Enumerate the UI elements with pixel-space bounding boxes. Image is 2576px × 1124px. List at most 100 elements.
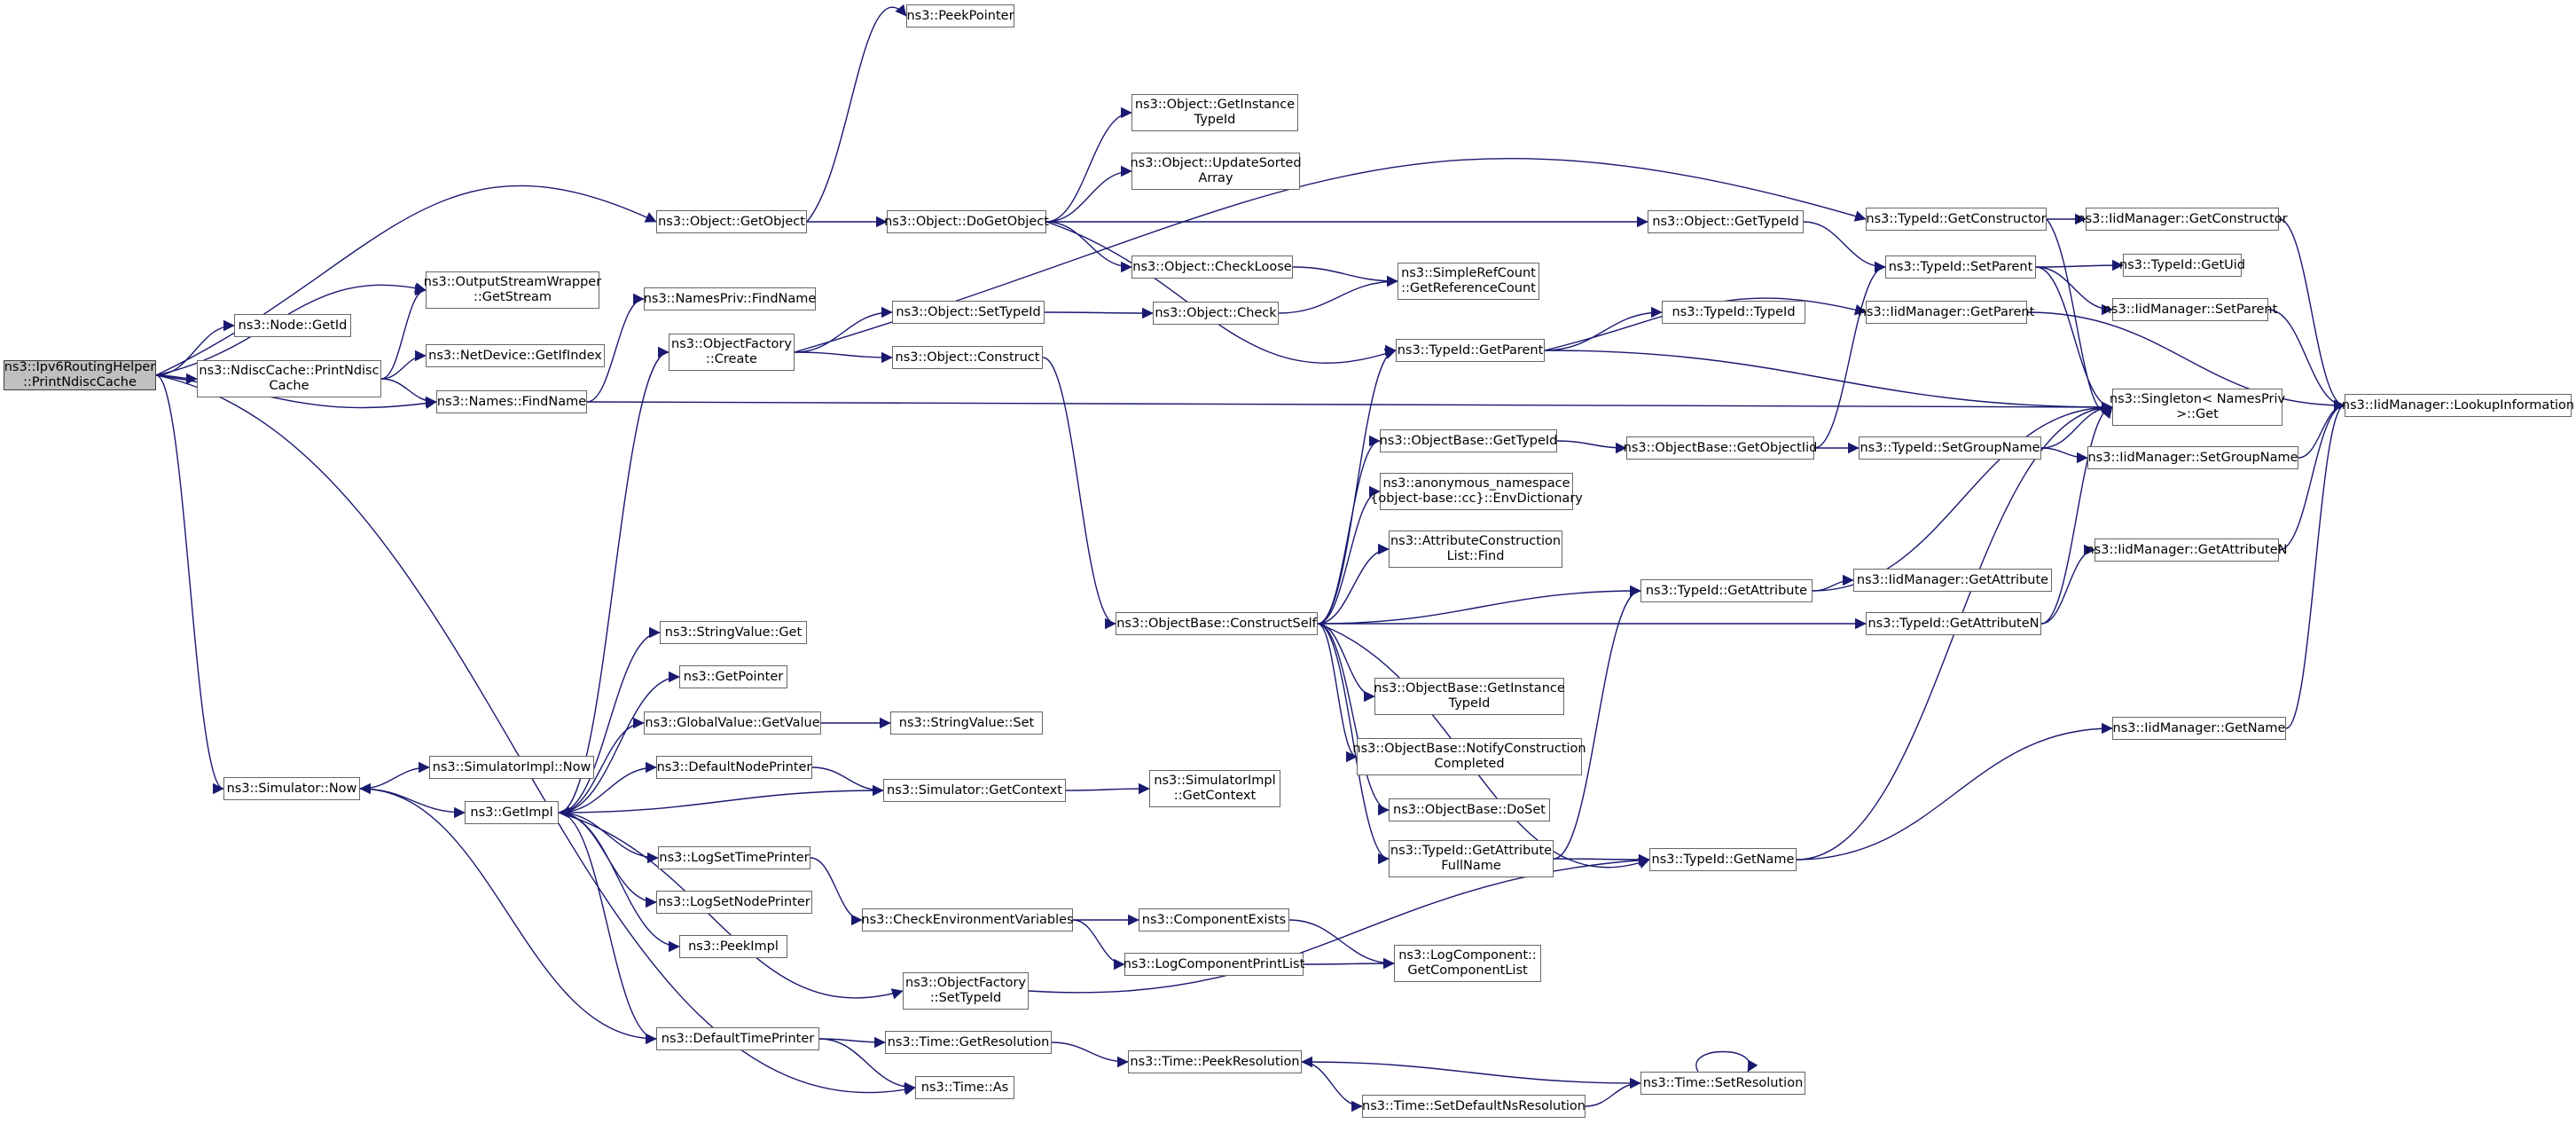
call-edge — [558, 671, 680, 814]
node-checkenvvars[interactable]: ns3::CheckEnvironmentVariables — [861, 908, 1074, 931]
node-iidmanager-getname[interactable]: ns3::IidManager::GetName — [2112, 717, 2286, 740]
node-label-line: ns3::Time::GetResolution — [887, 1034, 1050, 1049]
call-edge — [1278, 275, 1398, 314]
node-namespriv-findname[interactable]: ns3::NamesPriv::FindName — [644, 287, 816, 310]
node-simulatorimpl-now[interactable]: ns3::SimulatorImpl::Now — [429, 756, 594, 779]
node-label-line: FullName — [1441, 859, 1501, 873]
node-defaultnodeprinter[interactable]: ns3::DefaultNodePrinter — [656, 756, 812, 779]
node-names-findname[interactable]: ns3::Names::FindName — [436, 390, 587, 413]
node-logsetnodeprinter[interactable]: ns3::LogSetNodePrinter — [656, 891, 812, 914]
node-object-getobject[interactable]: ns3::Object::GetObject — [656, 210, 807, 233]
node-label-line: ns3::IidManager::GetConstructor — [2077, 211, 2288, 226]
node-object-checkloose[interactable]: ns3::Object::CheckLoose — [1131, 255, 1293, 279]
node-node-getid[interactable]: ns3::Node::GetId — [234, 314, 351, 337]
node-stringvalue-set[interactable]: ns3::StringValue::Set — [890, 711, 1043, 735]
node-label-line: ns3::TypeId::GetName — [1651, 852, 1795, 867]
node-globalvalue-getvalue[interactable]: ns3::GlobalValue::GetValue — [644, 711, 821, 735]
node-iidmanager-lookupinformation[interactable]: ns3::IidManager::LookupInformation — [2341, 394, 2575, 417]
call-edge — [1544, 350, 2113, 413]
call-edge — [1317, 485, 1381, 625]
node-logsettimeprinter[interactable]: ns3::LogSetTimePrinter — [658, 846, 810, 869]
call-edge — [2040, 447, 2088, 464]
node-iidmanager-getattributen[interactable]: ns3::IidManager::GetAttributeN — [2086, 538, 2288, 562]
node-objectbase-getobjectiid[interactable]: ns3::ObjectBase::GetObjectIid — [1624, 436, 1817, 460]
node-outputstream[interactable]: ns3::OutputStreamWrapper::GetStream — [424, 271, 601, 309]
node-stringvalue-get[interactable]: ns3::StringValue::Get — [660, 621, 807, 644]
call-edge — [155, 374, 224, 795]
node-typeid-setparent[interactable]: ns3::TypeId::SetParent — [1885, 255, 2036, 279]
node-anon-envdictionary[interactable]: ns3::anonymous_namespace{object-base::cc… — [1370, 473, 1583, 510]
call-edge — [359, 782, 657, 1040]
node-iidmanager-setgroupname[interactable]: ns3::IidManager::SetGroupName — [2087, 446, 2298, 469]
node-label-line: ns3::Time::As — [920, 1080, 1009, 1095]
node-objectfactory-create[interactable]: ns3::ObjectFactory::Create — [669, 334, 795, 371]
call-edge — [1803, 221, 1886, 273]
node-simplerefcount[interactable]: ns3::SimpleRefCount::GetReferenceCount — [1398, 263, 1539, 300]
node-logcomponentprintlist[interactable]: ns3::LogComponentPrintList — [1124, 953, 1304, 976]
call-edge — [380, 350, 427, 380]
node-typeid-typeid[interactable]: ns3::TypeId::TypeId — [1662, 301, 1805, 324]
node-time-setresolution[interactable]: ns3::Time::SetResolution — [1640, 1072, 1805, 1095]
node-iidmanager-getconstructor[interactable]: ns3::IidManager::GetConstructor — [2077, 208, 2288, 231]
node-label-line: ns3::ObjectBase::GetObjectIid — [1623, 440, 1818, 455]
node-time-as[interactable]: ns3::Time::As — [915, 1076, 1014, 1099]
call-edge — [1051, 1041, 1129, 1068]
call-edge — [1317, 623, 1358, 763]
node-typeid-getuid[interactable]: ns3::TypeId::GetUid — [2119, 254, 2245, 277]
node-componentexists[interactable]: ns3::ComponentExists — [1139, 908, 1289, 931]
node-typeid-getconstructor[interactable]: ns3::TypeId::GetConstructor — [1866, 208, 2047, 231]
node-objectfactory-settypeid[interactable]: ns3::ObjectFactory::SetTypeId — [903, 972, 1029, 1010]
node-object-check[interactable]: ns3::Object::Check — [1153, 302, 1279, 325]
node-object-construct[interactable]: ns3::Object::Construct — [892, 346, 1043, 369]
node-simulator-now[interactable]: ns3::Simulator::Now — [223, 777, 360, 800]
call-edge — [1317, 543, 1390, 625]
call-edge — [2026, 311, 2345, 412]
node-peekpointer[interactable]: ns3::PeekPointer — [906, 4, 1014, 28]
node-time-getresolution[interactable]: ns3::Time::GetResolution — [885, 1031, 1052, 1054]
node-typeid-getname[interactable]: ns3::TypeId::GetName — [1649, 848, 1797, 871]
node-label-line: GetComponentList — [1407, 963, 1528, 978]
node-objectbase-gettypeid[interactable]: ns3::ObjectBase::GetTypeId — [1380, 429, 1557, 452]
node-label-line: ::GetStream — [473, 290, 552, 304]
call-edge — [558, 717, 645, 814]
node-typeid-getattribute[interactable]: ns3::TypeId::GetAttribute — [1640, 579, 1813, 602]
node-time-peekresolution[interactable]: ns3::Time::PeekResolution — [1128, 1050, 1302, 1073]
node-time-setdefaultnsresolution[interactable]: ns3::Time::SetDefaultNsResolution — [1362, 1095, 1586, 1118]
node-label-line: ns3::IidManager::LookupInformation — [2341, 397, 2575, 413]
node-singleton-get[interactable]: ns3::Singleton< NamesPriv >::Get — [2110, 389, 2285, 426]
node-simulatorimpl-getcontext[interactable]: ns3::SimulatorImpl::GetContext — [1149, 770, 1280, 807]
node-getpointer[interactable]: ns3::GetPointer — [679, 665, 787, 688]
node-getimpl[interactable]: ns3::GetImpl — [465, 801, 559, 824]
node-defaulttimeprinter[interactable]: ns3::DefaultTimePrinter — [656, 1027, 819, 1050]
node-label-line: ns3::Object::DoGetObject — [884, 214, 1049, 229]
node-label-line: ns3::GetImpl — [470, 805, 553, 820]
node-simulator-getcontext[interactable]: ns3::Simulator::GetContext — [883, 779, 1066, 802]
node-root[interactable]: ns3::Ipv6RoutingHelper::PrintNdiscCache — [4, 360, 156, 390]
node-objectbase-doset[interactable]: ns3::ObjectBase::DoSet — [1389, 798, 1550, 821]
node-label-line: ns3::DefaultTimePrinter — [661, 1031, 815, 1046]
node-netdevice-getifindex[interactable]: ns3::NetDevice::GetIfIndex — [426, 344, 605, 367]
call-edge — [810, 857, 863, 926]
node-logcomponent-getcomponentlist[interactable]: ns3::LogComponent::GetComponentList — [1394, 945, 1541, 982]
node-typeid-setgroupname[interactable]: ns3::TypeId::SetGroupName — [1859, 436, 2041, 460]
node-label-line: ns3::StringValue::Get — [664, 625, 803, 640]
node-iidmanager-getattribute[interactable]: ns3::IidManager::GetAttribute — [1853, 569, 2052, 592]
node-object-dogetobject[interactable]: ns3::Object::DoGetObject — [884, 210, 1049, 233]
node-label-line: ns3::TypeId::GetAttribute — [1645, 583, 1808, 598]
node-peekimpl[interactable]: ns3::PeekImpl — [679, 935, 787, 958]
node-typeid-getparent[interactable]: ns3::TypeId::GetParent — [1396, 339, 1545, 362]
node-iidmanager-setparent[interactable]: ns3::IidManager::SetParent — [2103, 298, 2277, 321]
node-typeid-getattributen[interactable]: ns3::TypeId::GetAttributeN — [1866, 612, 2041, 635]
node-iidmanager-getparent[interactable]: ns3::IidManager::GetParent — [1859, 301, 2034, 324]
node-label-line: Completed — [1434, 757, 1505, 771]
node-object-settypeid[interactable]: ns3::Object::SetTypeId — [892, 301, 1045, 324]
node-objectbase-constructself[interactable]: ns3::ObjectBase::ConstructSelf — [1116, 612, 1318, 635]
node-object-gettypeid[interactable]: ns3::Object::GetTypeId — [1648, 210, 1804, 233]
